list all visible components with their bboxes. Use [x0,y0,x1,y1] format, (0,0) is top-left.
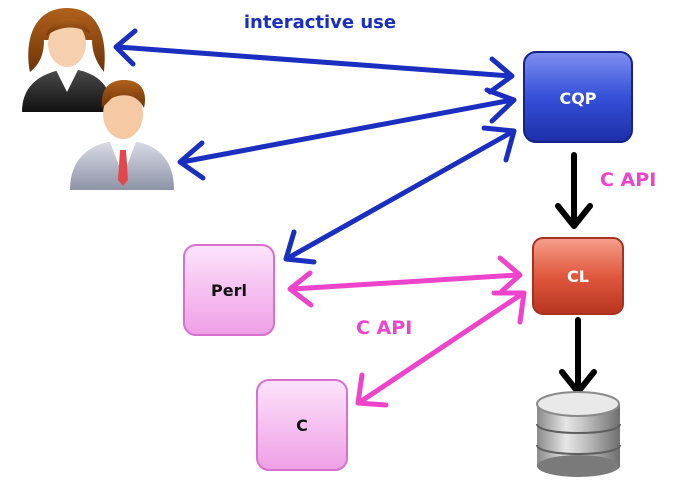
perl-node: Perl [183,244,275,336]
arrow-cl-database [559,317,597,395]
c-label: C [296,416,308,435]
arrow-perl-cqp [283,125,517,265]
database-icon [536,391,621,477]
arrow-woman-cqp [113,28,515,95]
cqp-label: CQP [559,89,596,108]
cqp-node: CQP [523,51,633,143]
arrow-cqp-cl [555,152,593,229]
arrow-c-cl [355,290,527,408]
c-node: C [256,379,348,471]
businesswoman-icon [22,8,112,112]
businessman-icon [70,80,174,190]
c-api-label-middle: C API [356,317,412,339]
interactive-use-label: interactive use [244,12,396,33]
arrow-perl-cl [287,255,523,308]
c-api-label-top: C API [600,169,656,191]
cl-label: CL [567,267,589,286]
arrow-man-cqp [177,87,517,181]
perl-label: Perl [211,281,247,300]
cl-node: CL [532,237,624,315]
